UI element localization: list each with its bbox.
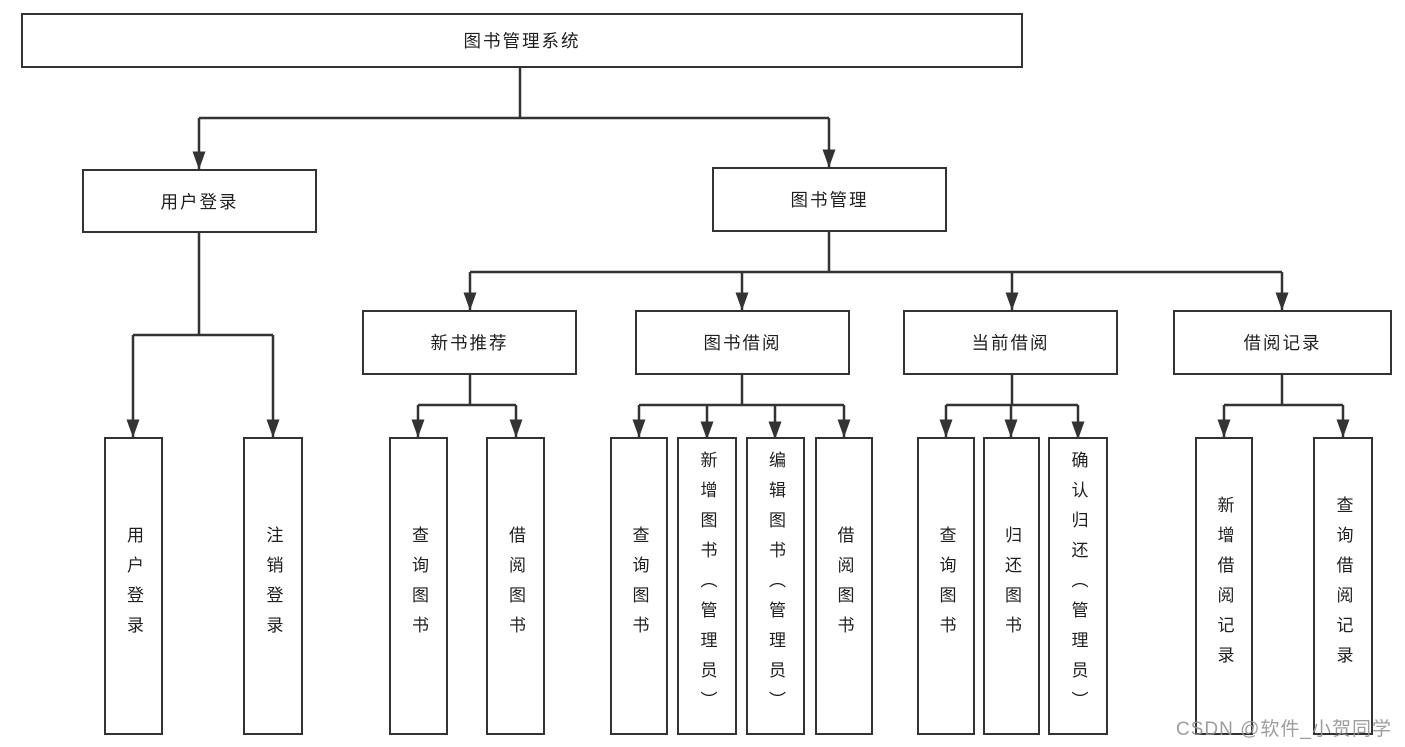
node-label: 归还图书 [1002, 526, 1021, 646]
node-query-books-current: 查询图书 [917, 437, 975, 735]
node-label: 新增借阅记录 [1214, 496, 1234, 676]
node-edit-books-admin: 编辑图书（管理员） [746, 437, 805, 735]
node-label: 当前借阅 [971, 333, 1050, 353]
node-return-books: 归还图书 [983, 437, 1040, 735]
node-logout: 注销登录 [243, 437, 303, 735]
node-add-borrow-record: 新增借阅记录 [1195, 437, 1253, 735]
node-query-books-borrow: 查询图书 [610, 437, 668, 735]
node-label: 新增图书（管理员） [697, 451, 717, 721]
node-label: 借阅图书 [834, 526, 854, 646]
node-label: 查询借阅记录 [1333, 496, 1353, 676]
csdn-watermark: CSDN @软件_小贺同学 [1176, 719, 1392, 740]
node-query-borrow-record: 查询借阅记录 [1313, 437, 1373, 735]
node-label: 编辑图书（管理员） [766, 451, 785, 721]
node-new-book-recommend: 新书推荐 [362, 310, 577, 375]
node-label: 图书借阅 [703, 333, 782, 353]
node-label: 注销登录 [263, 526, 283, 646]
node-borrow-books: 借阅图书 [815, 437, 873, 735]
node-library-management-system: 图书管理系统 [21, 13, 1023, 68]
node-label: 查询图书 [409, 526, 428, 646]
node-book-borrowing: 图书借阅 [635, 310, 850, 375]
node-label: 图书管理系统 [463, 31, 581, 51]
node-current-borrowing: 当前借阅 [903, 310, 1118, 375]
node-label: 确认归还（管理员） [1068, 451, 1088, 721]
node-add-books-admin: 新增图书（管理员） [677, 437, 737, 735]
node-label: 查询图书 [629, 526, 649, 646]
node-book-management: 图书管理 [712, 167, 947, 232]
node-user-login: 用户登录 [104, 437, 163, 735]
node-label: 新书推荐 [430, 333, 509, 353]
node-label: 借阅图书 [506, 526, 525, 646]
node-label: 借阅记录 [1243, 333, 1322, 353]
node-borrow-books-recommend: 借阅图书 [486, 437, 545, 735]
node-label: 用户登录 [160, 191, 239, 212]
node-query-books-recommend: 查询图书 [389, 437, 448, 735]
node-confirm-return-admin: 确认归还（管理员） [1048, 437, 1108, 735]
node-user-login-group: 用户登录 [82, 169, 317, 233]
node-label: 用户登录 [124, 526, 143, 646]
node-label: 图书管理 [790, 190, 869, 210]
node-borrowing-records: 借阅记录 [1173, 310, 1392, 375]
node-label: 查询图书 [936, 526, 956, 646]
